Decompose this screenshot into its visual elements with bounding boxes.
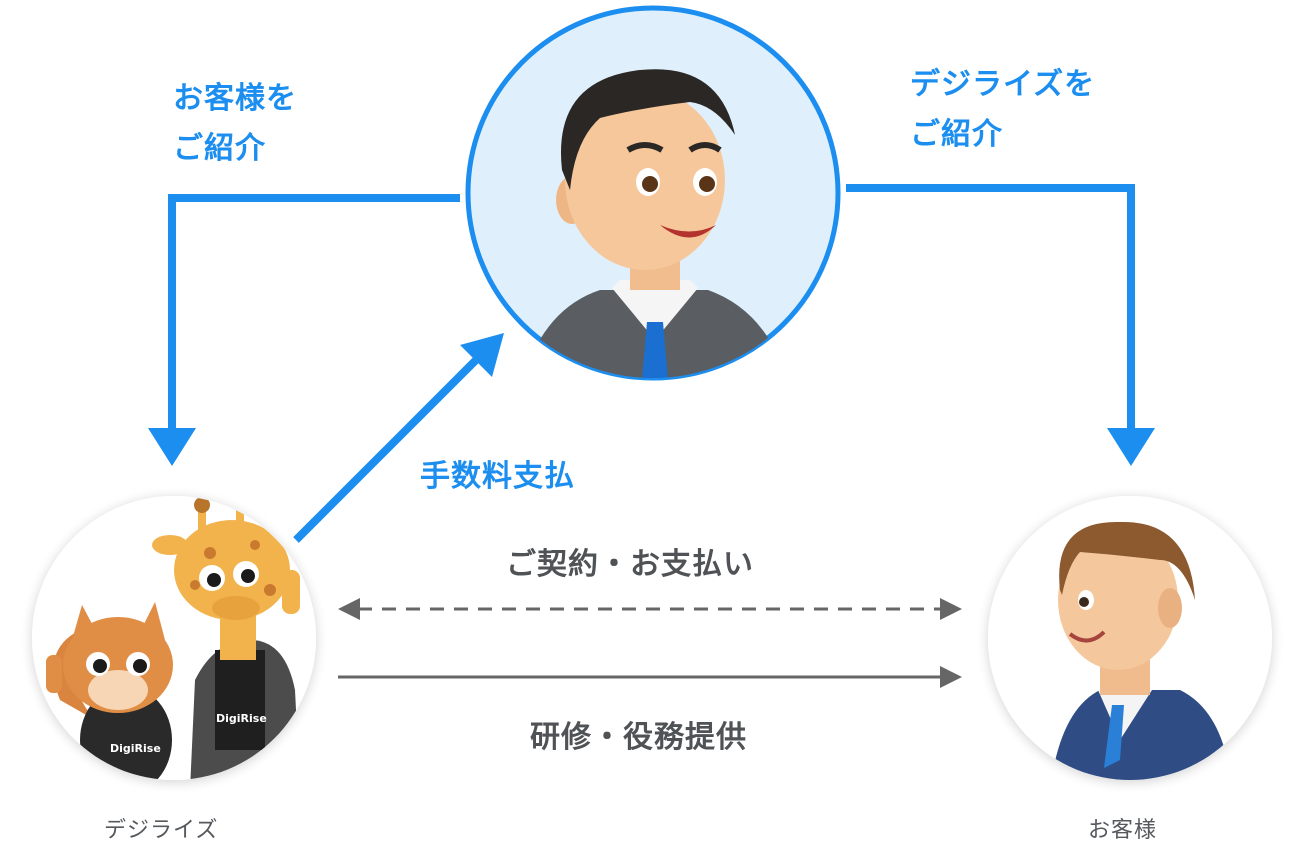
customer-businessman-icon [1050,521,1232,780]
arrow-introducer-to-digirise [148,194,460,466]
label-contract-payment: ご契約・お支払い [506,547,754,582]
introducer-businessman-icon [520,69,790,378]
arrow-contract-payment [338,598,962,620]
label-introduce-customer-line1: お客様を [173,81,297,116]
label-introduce-digirise-line1: デジライズを [910,67,1096,102]
digirise-shirt-text-2: DigiRise [216,712,267,725]
customer-node [988,496,1272,780]
arrow-introducer-to-customer [846,184,1155,466]
digirise-node: DigiRise DigiRise [32,496,316,780]
caption-customer: お客様 [1088,818,1158,843]
arrow-commission [293,333,504,543]
digirise-shirt-text-1: DigiRise [110,742,161,755]
label-commission-payment: 手数料支払 [420,459,575,494]
arrow-training-service [338,666,962,688]
introducer-node [465,5,841,381]
label-introduce-customer-line2: ご紹介 [173,131,266,166]
label-introduce-customer: お客様を ご紹介 [173,74,297,174]
label-training-service: 研修・役務提供 [530,720,747,755]
caption-digirise: デジライズ [104,818,219,843]
label-introduce-digirise: デジライズを ご紹介 [910,60,1095,160]
label-introduce-digirise-line2: ご紹介 [910,117,1003,152]
